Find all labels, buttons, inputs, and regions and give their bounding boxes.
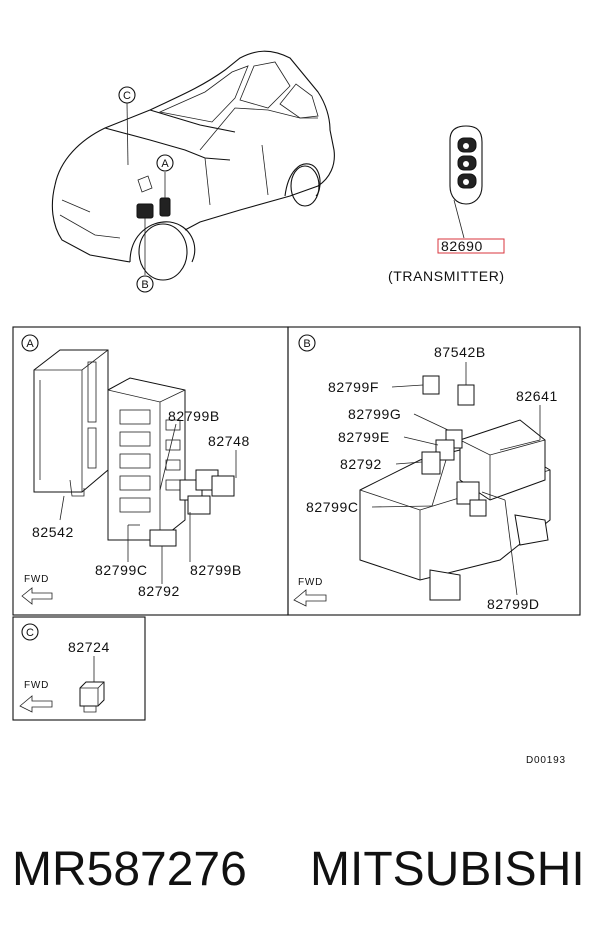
footer-part-number: MR587276 (12, 843, 247, 896)
panel-b-label-82799d: 82799D (487, 596, 540, 612)
callout-a-label: A (161, 158, 169, 170)
etacs-module (33, 349, 109, 497)
panel-b-label-82799f: 82799F (328, 379, 379, 395)
panel-a-label-82792: 82792 (138, 583, 180, 599)
panel-c-label-82724: 82724 (68, 639, 110, 655)
fwd-arrow-a: FWD (21, 574, 53, 605)
panel-b-label-82799g: 82799G (348, 406, 401, 422)
svg-text:FWD: FWD (24, 574, 49, 585)
panel-a-label-82542: 82542 (32, 524, 74, 540)
svg-text:B: B (303, 338, 310, 350)
panel-c-frame (12, 616, 146, 721)
svg-text:FWD: FWD (24, 680, 49, 691)
callout-a-top: A (156, 154, 174, 172)
fwd-arrow-b: FWD (293, 577, 327, 607)
fwd-arrow-c: FWD (19, 680, 53, 713)
transmitter-part-highlight (437, 238, 505, 254)
transmitter-illustration (449, 125, 483, 239)
vehicle-illustration (51, 50, 335, 281)
footer-brand: MITSUBISHI (310, 843, 585, 896)
relay-cluster-b (421, 375, 487, 517)
transmitter-label: (TRANSMITTER) (388, 268, 505, 284)
sensor-82724 (79, 681, 105, 713)
panel-b-label-82641: 82641 (516, 388, 558, 404)
panel-b-label-82799c: 82799C (306, 499, 359, 515)
panel-b-frame (287, 326, 581, 616)
svg-text:A: A (26, 338, 34, 350)
panel-a-callout: A (21, 334, 39, 352)
panel-c-callout: C (21, 623, 39, 641)
document-code: D00193 (526, 755, 566, 766)
transmitter-part-number: 82690 (441, 238, 483, 254)
panel-a-label-82799b-top: 82799B (168, 408, 220, 424)
junction-block-a (107, 377, 186, 541)
panel-a-label-82748: 82748 (208, 433, 250, 449)
callout-c-label: C (123, 90, 131, 102)
panel-b-label-82799e: 82799E (338, 429, 390, 445)
panel-b-label-87542b: 87542B (434, 344, 486, 360)
panel-a-label-82799c: 82799C (95, 562, 148, 578)
panel-b-label-82792: 82792 (340, 456, 382, 472)
callout-c-top: C (118, 86, 136, 104)
panel-b-callout: B (298, 334, 316, 352)
svg-text:C: C (26, 627, 34, 639)
panel-a-label-82799b-bottom: 82799B (190, 562, 242, 578)
callout-b-top: B (136, 275, 154, 293)
svg-text:FWD: FWD (298, 577, 323, 588)
relay-cluster-a (149, 469, 235, 547)
callout-b-label: B (141, 279, 148, 291)
